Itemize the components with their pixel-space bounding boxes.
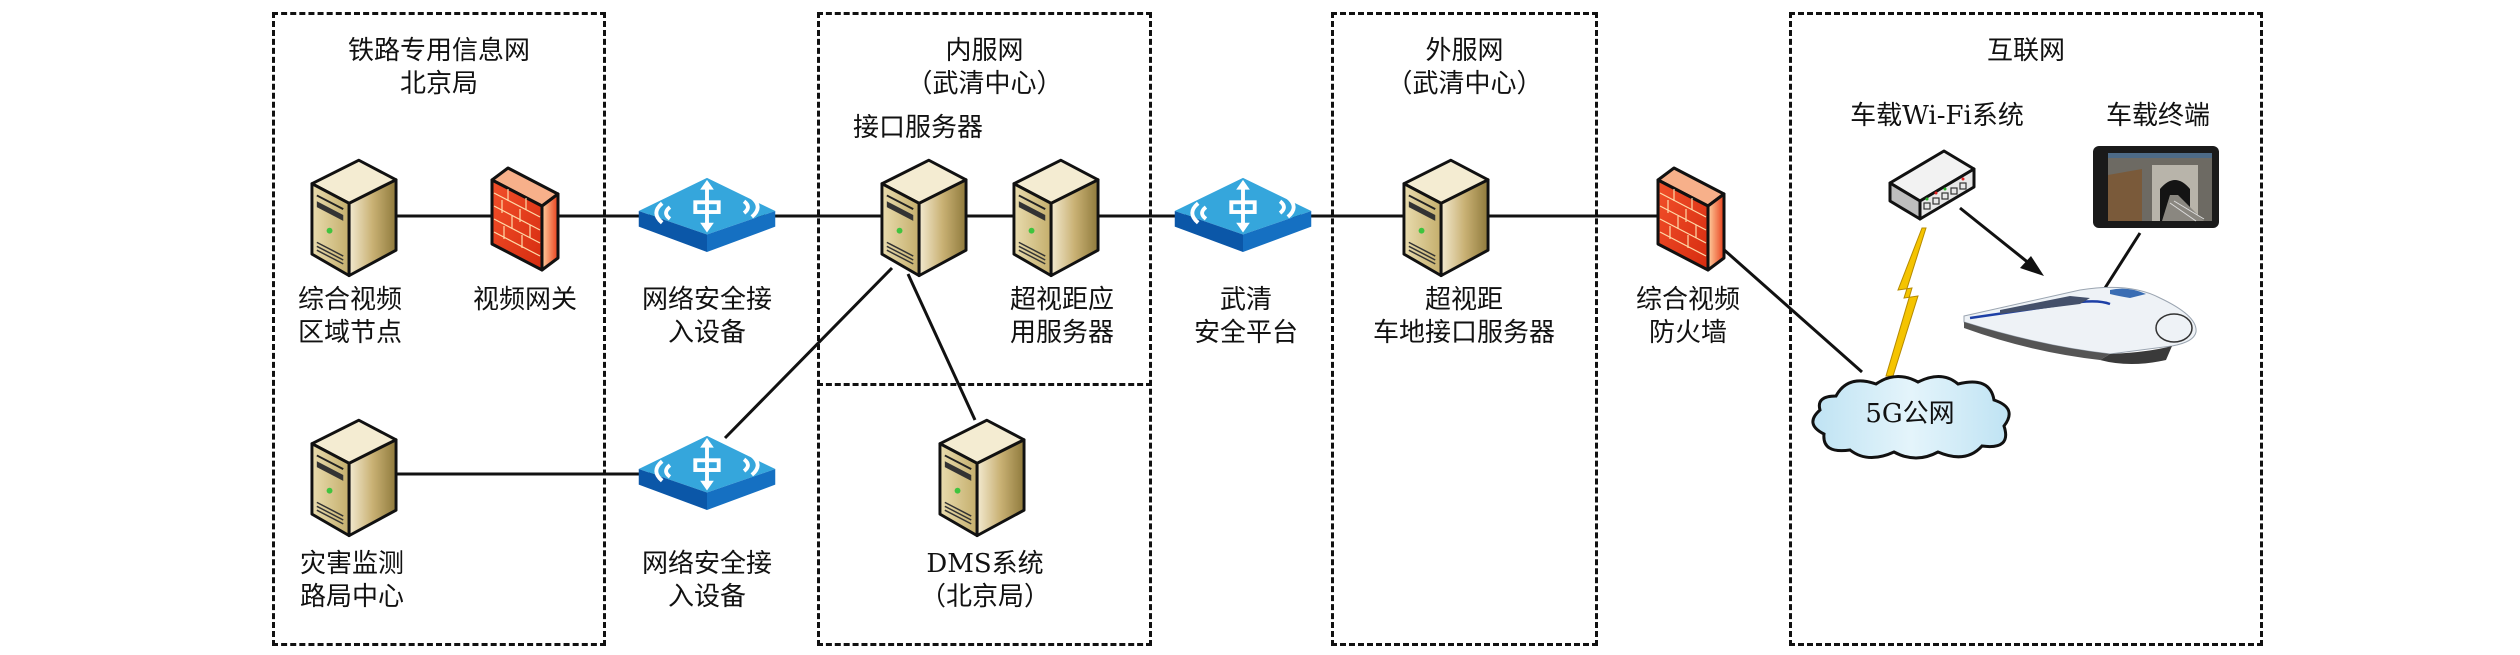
firewall-icon (490, 162, 560, 272)
node-onboard-wifi: 车载Wi-Fi系统 (1850, 101, 2024, 131)
zone-outer-service-net: 外服网 （武清中心） (1331, 12, 1598, 646)
node-public-5g: 5G公网 (1865, 399, 1955, 429)
node-net-security-access-1: 网络安全接 入设备 (641, 285, 773, 348)
zone-title: 互联网 (1986, 36, 2065, 66)
edge-wifi-to-train (1959, 206, 2036, 270)
train-icon (1963, 286, 2197, 364)
cloud-icon (1811, 375, 2011, 460)
zone-internet: 互联网 (1789, 12, 2263, 646)
server-icon (938, 412, 1026, 538)
switch-icon (1174, 174, 1312, 252)
zone-title: 外服网 （武清中心） (1386, 36, 1543, 99)
wifi-router-icon (1888, 149, 1976, 221)
node-video-firewall: 综合视频 防火墙 (1635, 285, 1741, 348)
edge-interface-to-dms (906, 273, 977, 421)
node-dms-system: DMS系统 （北京局） (919, 549, 1051, 612)
node-wuqing-security-platform: 武清 安全平台 (1193, 285, 1299, 348)
switch-icon (638, 174, 776, 252)
edge-switch2-to-interface (723, 266, 894, 440)
node-interface-server: 接口服务器 (852, 113, 984, 143)
server-icon (310, 412, 398, 538)
zone-divider (817, 383, 1152, 386)
tablet-icon (2093, 146, 2219, 228)
edge-terminal-to-train (2103, 232, 2142, 289)
zone-railway-info-net: 铁路专用信息网 北京局 (272, 12, 606, 646)
zone-title: 内服网 （武清中心） (906, 36, 1063, 99)
server-icon (1012, 152, 1100, 278)
server-icon (1402, 152, 1490, 278)
node-onboard-terminal: 车载终端 (2105, 101, 2211, 131)
arrowhead-icon (2020, 256, 2044, 276)
node-disaster-monitoring-center: 灾害监测 路局中心 (299, 549, 405, 612)
node-net-security-access-2: 网络安全接 入设备 (641, 549, 773, 612)
switch-icon (638, 432, 776, 510)
zone-inner-service-net: 内服网 （武清中心） (817, 12, 1152, 646)
zone-title: 铁路专用信息网 北京局 (347, 36, 530, 99)
edge-firewall-to-cloud (1721, 246, 1863, 374)
server-icon (880, 152, 968, 278)
node-video-region-node: 综合视频 区域节点 (297, 285, 403, 348)
node-train-ground-interface-server: 超视距 车地接口服务器 (1372, 285, 1556, 348)
node-video-gateway: 视频网关 (472, 285, 578, 315)
server-icon (310, 152, 398, 278)
firewall-icon (1656, 162, 1726, 272)
node-app-server: 超视距应 用服务器 (1009, 285, 1115, 348)
